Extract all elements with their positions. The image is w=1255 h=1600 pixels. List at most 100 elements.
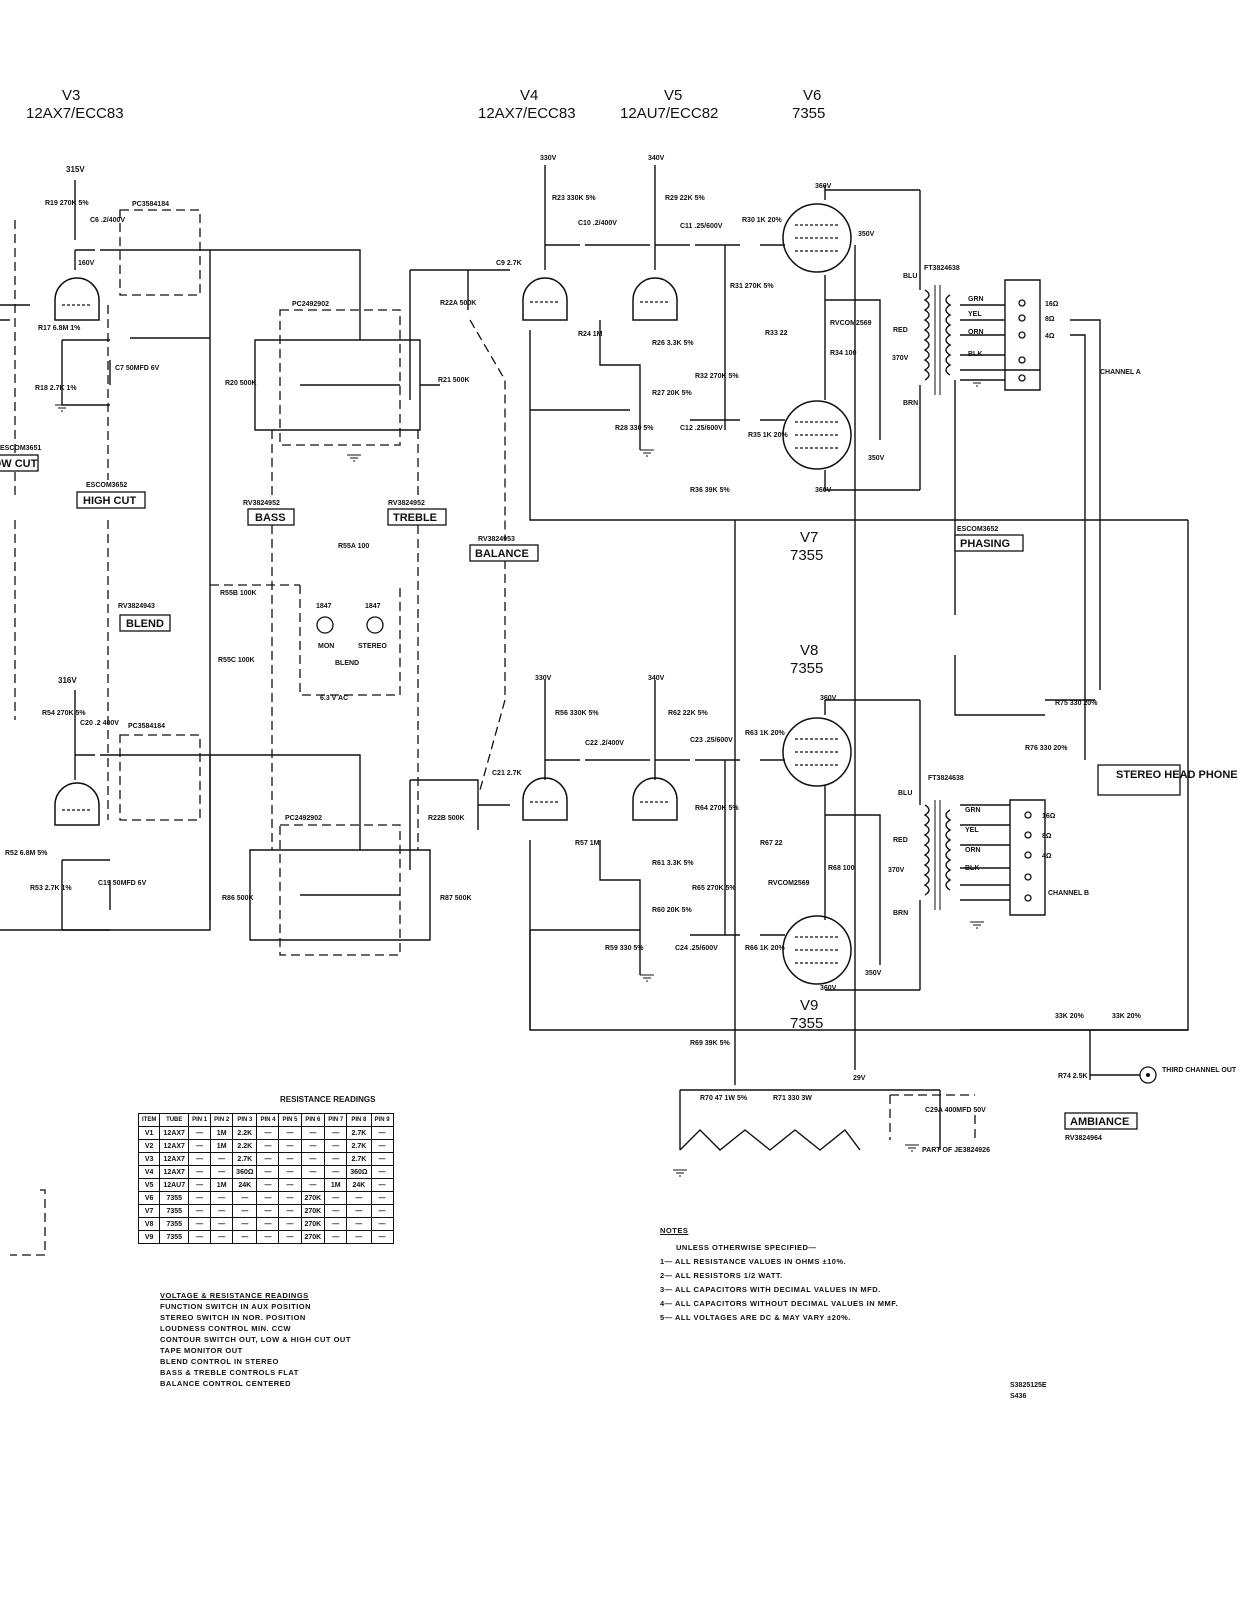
table-cell: 24K (232, 1178, 258, 1192)
r22a-label: R22A 500K (440, 300, 476, 307)
v7-output-tube (782, 400, 852, 470)
phasing-box[interactable] (954, 534, 1024, 552)
v7-screen-voltage: 350V (868, 455, 885, 462)
table-cell: — (188, 1191, 212, 1205)
r63-label: R63 1K 20% (745, 730, 785, 737)
table-cell: 7355 (159, 1191, 190, 1205)
blend-lamp-label: BLEND (335, 660, 359, 667)
drawing-sheet: S436 (1010, 1393, 1026, 1400)
third-channel-label: THIRD CHANNEL OUT (1162, 1067, 1237, 1074)
v3-plate-voltage: 160V (78, 260, 95, 267)
r20-label: R20 500K (225, 380, 257, 387)
r26-label: R26 3.3K 5% (652, 340, 694, 347)
condition-line: BASS & TREBLE CONTROLS FLAT (160, 1368, 299, 1377)
c11-label: C11 .25/600V (680, 223, 723, 230)
table-cell: 270K (300, 1230, 326, 1244)
table-cell: — (278, 1126, 302, 1140)
v5-lower-b-plus: 340V (648, 675, 665, 682)
channel-b-label: CHANNEL B (1048, 890, 1089, 897)
tap-4-a: 4Ω (1045, 333, 1055, 340)
note-line: UNLESS OTHERWISE SPECIFIED— (676, 1243, 817, 1252)
condition-line: TAPE MONITOR OUT (160, 1346, 243, 1355)
ambiance-part: RV3824964 (1065, 1135, 1102, 1142)
blend-box[interactable] (119, 614, 171, 632)
balance-box[interactable] (469, 544, 539, 562)
v4-lower-b-plus: 330V (535, 675, 552, 682)
r86-label: R86 500K (222, 895, 254, 902)
table-header-cell: PIN 4 (256, 1113, 280, 1127)
table-cell: — (370, 1178, 394, 1192)
treble-box[interactable] (387, 508, 447, 526)
r56-label: R56 330K 5% (555, 710, 599, 717)
r64-label: R64 270K 5% (695, 805, 739, 812)
table-cell: — (300, 1152, 326, 1166)
table-cell: 12AU7 (159, 1178, 190, 1192)
table-cell: — (346, 1191, 372, 1205)
v3-b-plus: 315V (66, 165, 85, 174)
channel-a-wiring (0, 165, 1189, 1085)
v3-type: 12AX7/ECC83 (26, 105, 124, 122)
table-cell: — (324, 1204, 348, 1218)
r65-label: R65 270K 5% (692, 885, 736, 892)
tap-16-b: 16Ω (1042, 813, 1056, 820)
high-cut-box[interactable] (76, 491, 146, 509)
bass-box[interactable] (247, 508, 295, 526)
r17-label: R17 6.8M 1% (38, 325, 81, 332)
r19-label: R19 270K 5% (45, 200, 89, 207)
stereo-headphone-label: STEREO HEAD PHONE (1116, 769, 1238, 781)
pc-b-lower-label: PC2492902 (285, 815, 322, 822)
condition-line: CONTOUR SWITCH OUT, LOW & HIGH CUT OUT (160, 1335, 351, 1344)
table-cell: V8 (137, 1217, 161, 1231)
r22b-label: R22B 500K (428, 815, 465, 822)
table-cell: — (210, 1204, 234, 1218)
high-cut-label: HIGH CUT (83, 495, 136, 507)
low-cut-part: ESCOM3651 (0, 445, 41, 452)
table-header-cell: PIN 7 (324, 1113, 348, 1127)
drawing-number: S3825125E (1010, 1382, 1047, 1389)
r52-label: R52 6.8M 5% (5, 850, 48, 857)
k33a-label: 33K 20% (1055, 1013, 1085, 1020)
bass-part: RV3824952 (243, 500, 280, 507)
rvcom-label: RVCOM2569 (830, 320, 872, 327)
v7-plate-voltage: 360V (815, 487, 832, 494)
table-cell: 270K (300, 1217, 326, 1231)
ambiance-box[interactable] (1064, 1112, 1138, 1130)
table-cell: — (188, 1230, 212, 1244)
table-cell: — (278, 1178, 302, 1192)
b-plus-370-a: 370V (892, 355, 909, 362)
r53-label: R53 2.7K 1% (30, 885, 72, 892)
tap-8-b: 8Ω (1042, 833, 1052, 840)
table-cell: V6 (137, 1191, 161, 1205)
r54-label: R54 270K 5% (42, 710, 86, 717)
table-cell: — (256, 1165, 280, 1179)
grn-wire-a: GRN (968, 296, 984, 303)
v7-name: V7 (800, 529, 818, 546)
table-cell: — (278, 1165, 302, 1179)
treble-part: RV3824952 (388, 500, 425, 507)
low-cut-label: LOW CUT (0, 458, 38, 470)
stereo-headphone-box[interactable] (1097, 764, 1181, 796)
r70-label: R70 47 1W 5% (700, 1095, 748, 1102)
v8-type: 7355 (790, 660, 823, 677)
v3-lower-b-plus: 316V (58, 676, 77, 685)
table-cell: 2.7K (346, 1139, 372, 1153)
low-cut-box[interactable] (0, 454, 39, 472)
table-cell: 1M (210, 1139, 234, 1153)
blend-lamps: R55A 100 R55B 100K R55C 100K 1847 1847 M… (218, 543, 387, 702)
r61-label: R61 3.3K 5% (652, 860, 694, 867)
condition-line: BLEND CONTROL IN STEREO (160, 1357, 279, 1366)
c29a-label: C29A 400MFD 50V (925, 1107, 986, 1114)
table-cell: — (188, 1204, 212, 1218)
table-cell: — (370, 1204, 394, 1218)
table-cell: 12AX7 (159, 1152, 190, 1166)
table-cell: — (324, 1139, 348, 1153)
table-cell: — (278, 1217, 302, 1231)
yel-wire-b: YEL (965, 827, 979, 834)
v5-upper-tube (632, 277, 678, 321)
treble-label: TREBLE (393, 512, 437, 524)
r31-label: R31 270K 5% (730, 283, 774, 290)
blend-label: BLEND (126, 618, 164, 630)
v5-type: 12AU7/ECC82 (620, 105, 718, 122)
